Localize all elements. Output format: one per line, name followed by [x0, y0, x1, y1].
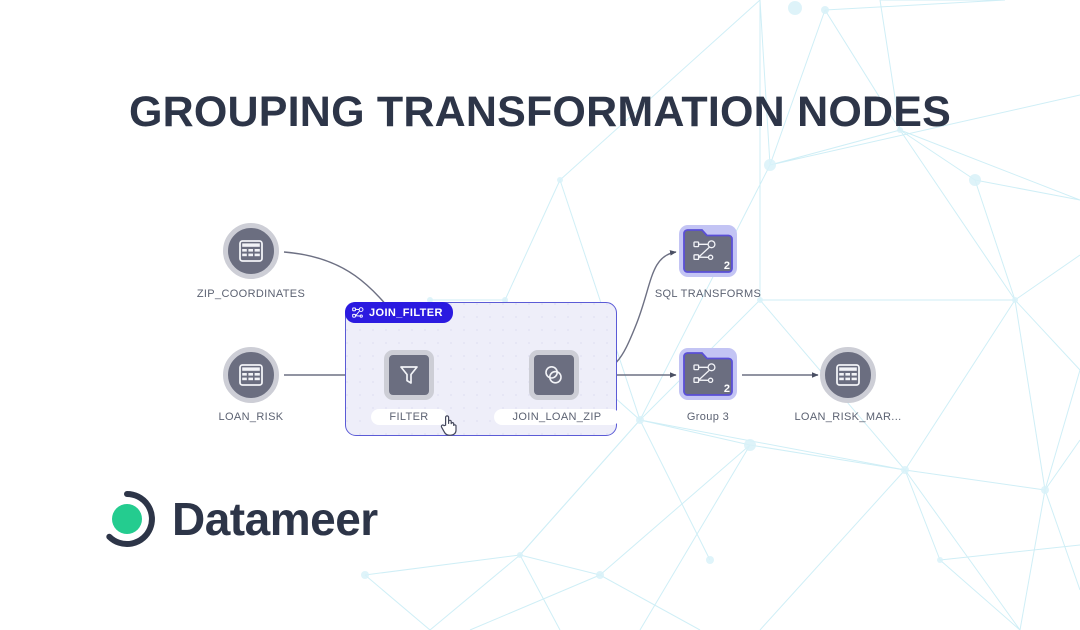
node-label-loan-risk: LOAN_RISK [218, 411, 284, 423]
node-join-loan-zip[interactable] [529, 350, 579, 400]
datameer-logo: Datameer [98, 490, 378, 548]
node-zip-coordinates[interactable] [223, 223, 279, 279]
table-icon [239, 364, 263, 386]
funnel-icon [400, 366, 418, 384]
node-label-join-loan-zip: JOIN_LOAN_ZIP [494, 409, 620, 425]
folder-count-badge: 2 [723, 383, 730, 395]
node-label-filter: FILTER [371, 409, 447, 425]
brand-name: Datameer [172, 493, 378, 545]
node-filter[interactable] [384, 350, 434, 400]
group-badge-join-filter[interactable]: JOIN_FILTER [345, 302, 453, 323]
group-nodes-icon [352, 306, 364, 318]
node-label-group-3: Group 3 [686, 411, 730, 423]
table-icon [836, 364, 860, 386]
group-badge-label: JOIN_FILTER [369, 306, 443, 319]
hand-pointer-cursor [440, 415, 457, 436]
node-label-zip-coordinates: ZIP_COORDINATES [196, 288, 306, 300]
folder-count-badge: 2 [723, 260, 730, 272]
folder-shape [683, 229, 733, 273]
node-sql-transforms[interactable]: 2 [679, 225, 737, 277]
node-label-loan-risk-mart: LOAN_RISK_MAR... [794, 411, 902, 423]
node-label-sql-transforms: SQL TRANSFORMS [654, 288, 762, 300]
page-title: GROUPING TRANSFORMATION NODES [128, 88, 951, 136]
folder-shape [683, 352, 733, 396]
node-loan-risk-mart[interactable] [820, 347, 876, 403]
join-circles-icon [545, 365, 562, 384]
datameer-ring-icon [106, 491, 155, 547]
table-icon [239, 240, 263, 262]
node-loan-risk[interactable] [223, 347, 279, 403]
node-group-3[interactable]: 2 [679, 348, 737, 400]
